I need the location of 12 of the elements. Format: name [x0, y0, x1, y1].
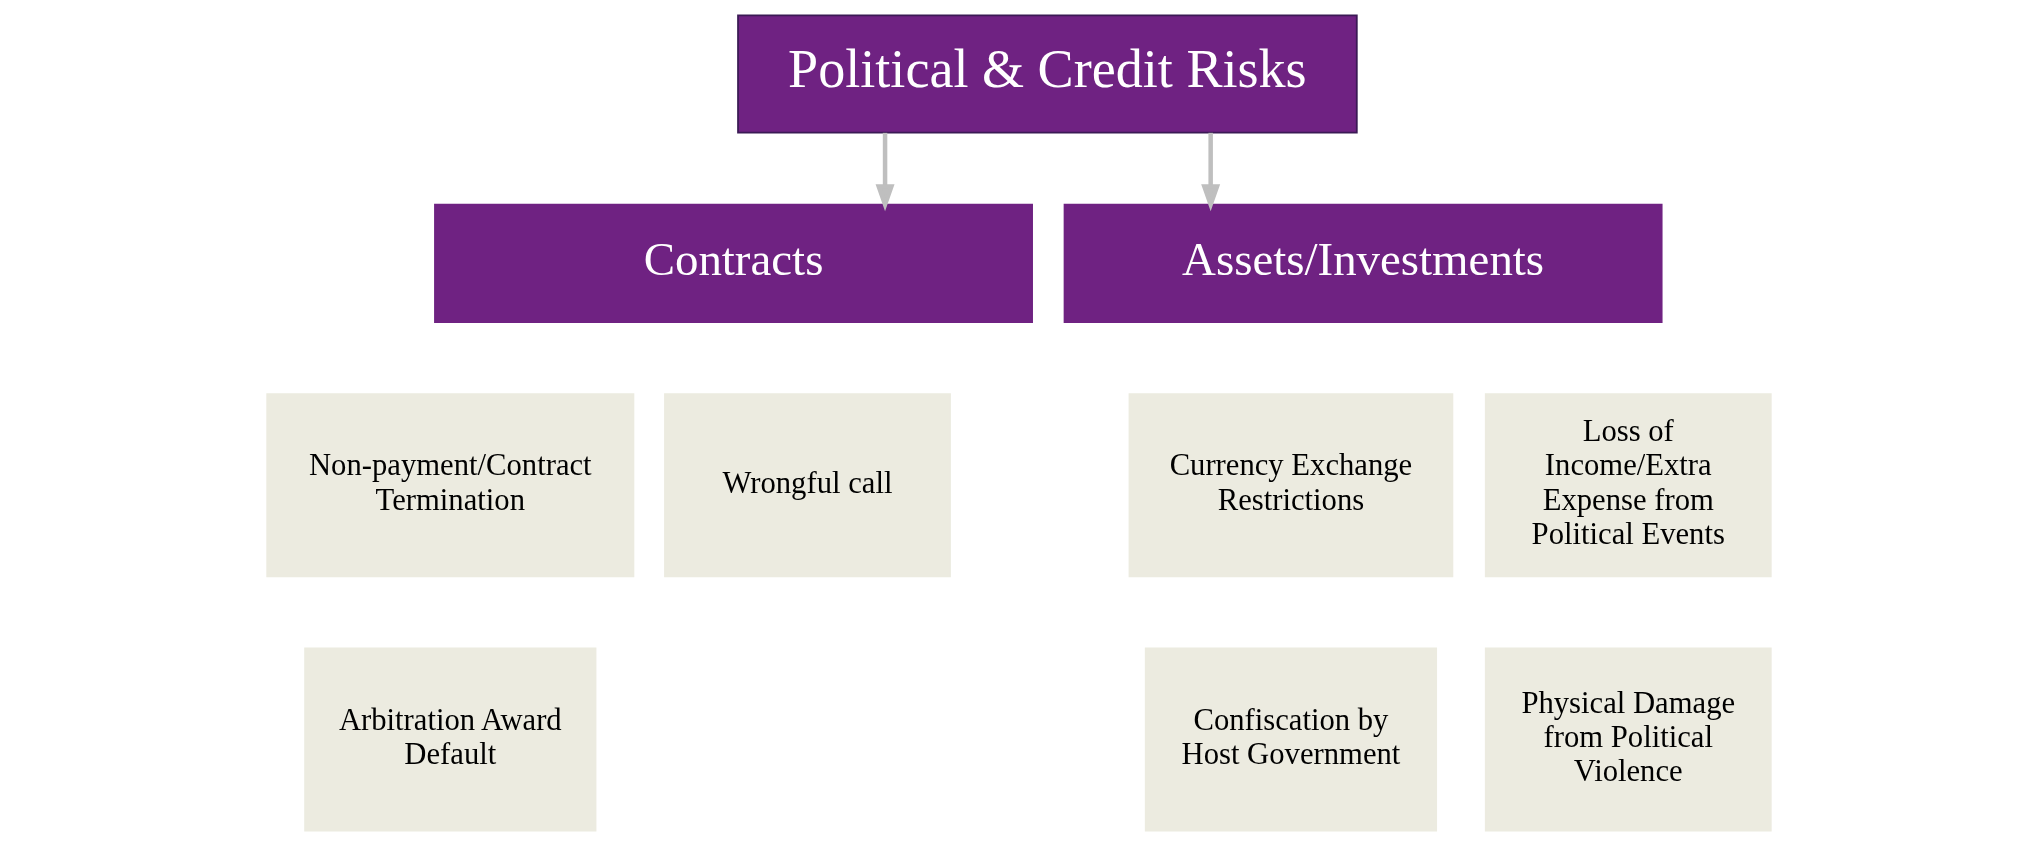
node-box: Loss of Income/Extra Expense from Political Events: [1484, 393, 1772, 578]
node-box: Political & Credit Risks: [737, 14, 1358, 134]
node-box: Wrongful call: [664, 393, 951, 578]
node-box: Arbitration Award Default: [304, 647, 597, 832]
node-box: Contracts: [434, 203, 1033, 323]
node-box: Non-payment/Contract Termination: [266, 393, 635, 578]
arrow: [1201, 132, 1221, 212]
node-box: Assets/Investments: [1063, 203, 1663, 323]
node-box: Physical Damage from Political Violence: [1484, 647, 1772, 832]
node-box: Currency Exchange Restrictions: [1128, 393, 1454, 578]
node-box: Confiscation by Host Government: [1144, 647, 1438, 832]
arrow: [875, 132, 895, 212]
